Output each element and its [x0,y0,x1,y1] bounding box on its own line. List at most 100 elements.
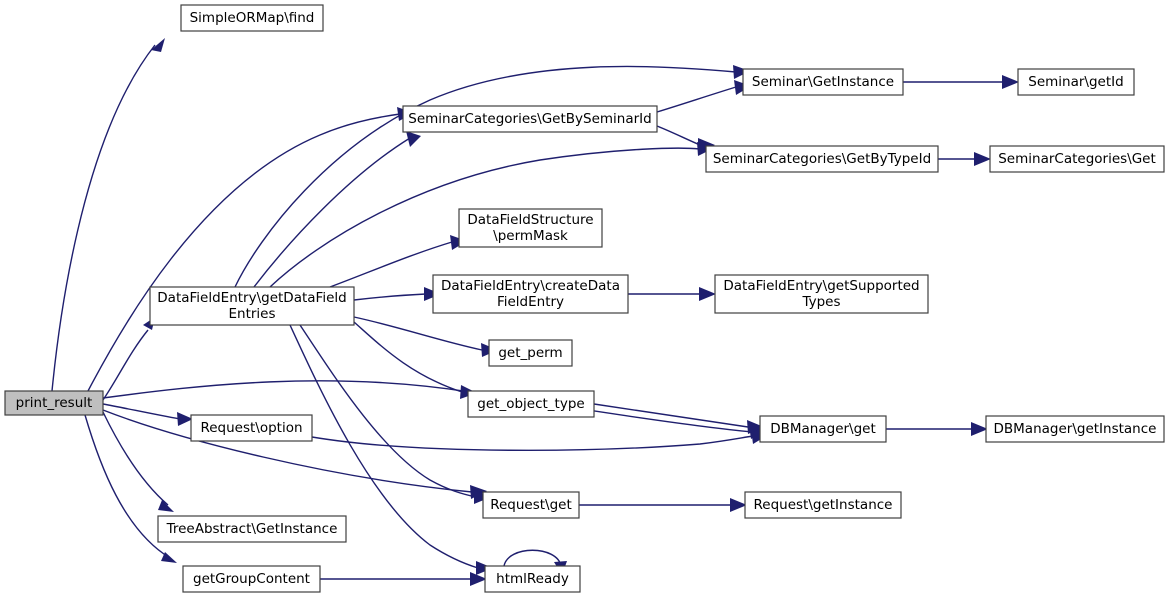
node-datafieldstructure_permmask[interactable]: DataFieldStructure\permMask [458,208,603,248]
node-box[interactable] [488,339,573,367]
edge-line [329,241,453,288]
arrowhead-icon [974,152,991,166]
edge-dbmanager_get-to-dbmanager_getinstance [886,422,988,436]
edge-datafieldentry_getdatafieldentries-to-seminarcategories_getbyseminarid [253,131,421,288]
edge-datafieldentry_createdatafieldentry-to-datafieldentry_getsupportedtypes [628,287,716,301]
node-simpleormap_find[interactable]: SimpleORMap\find [180,4,324,32]
edge-line [51,44,156,392]
node-box[interactable] [458,208,603,248]
node-request_get[interactable]: Request\get [482,491,580,519]
edge-line [656,125,701,146]
edge-print_result-to-getgroupcontent [84,414,177,563]
node-seminar_getinstance[interactable]: Seminar\GetInstance [742,68,904,96]
node-dbmanager_get[interactable]: DBManager\get [759,415,887,443]
edge-seminar_getinstance-to-seminar_getid [903,75,1019,89]
node-box[interactable] [989,145,1165,173]
node-box[interactable] [742,68,904,96]
node-box[interactable] [182,565,321,593]
node-dbmanager_getinstance[interactable]: DBManager\getInstance [985,415,1165,443]
arrowhead-icon [151,38,165,52]
edge-seminarcategories_getbytypeid-to-seminarcategories_get [938,152,991,166]
arrowhead-icon [158,500,174,512]
node-request_getinstance[interactable]: Request\getInstance [744,491,902,519]
edge-line [102,409,473,493]
node-box[interactable] [4,390,104,416]
node-print_result[interactable]: print_result [4,390,104,416]
node-box[interactable] [157,515,347,543]
edge-line [503,549,562,567]
arrowhead-icon [699,287,716,301]
node-getgroupcontent[interactable]: getGroupContent [182,565,321,593]
arrowhead-icon [730,498,747,512]
node-box[interactable] [467,390,595,418]
node-box[interactable] [705,145,939,173]
arrowhead-icon [733,65,750,79]
edge-line [234,65,737,288]
arrowhead-icon [1002,75,1019,89]
node-box[interactable] [190,414,313,442]
edge-line [353,316,483,351]
edge-request_option-to-dbmanager_get [311,429,768,452]
node-seminarcategories_getbytypeid[interactable]: SeminarCategories\GetByTypeId [705,145,939,173]
edge-datafieldentry_getdatafieldentries-to-request_get [299,324,491,504]
arrowhead-icon [971,422,988,436]
node-box[interactable] [1017,68,1135,96]
edge-print_result-to-request_option [102,403,193,426]
node-get_perm[interactable]: get_perm [488,339,573,367]
edge-datafieldentry_getdatafieldentries-to-get_object_type [353,321,477,399]
edge-line [87,113,401,392]
edge-datafieldentry_getdatafieldentries-to-get_perm [353,316,498,357]
edge-line [593,403,749,428]
node-seminarcategories_get[interactable]: SeminarCategories\Get [989,145,1165,173]
nodes-layer: print_result SimpleORMap\findSeminarCateg… [4,4,1165,593]
arrowhead-icon [470,572,487,586]
edge-line [269,147,701,288]
node-box[interactable] [714,274,929,314]
edge-line [289,324,479,569]
edge-seminarcategories_getbyseminarid-to-seminar_getinstance [656,80,751,113]
edge-line [656,86,737,113]
edge-line [311,435,754,452]
edge-print_result-to-simpleormap_find [51,38,165,392]
edge-line [84,414,171,559]
node-box[interactable] [744,491,902,519]
edge-line [353,321,463,393]
node-box[interactable] [402,105,658,133]
arrowhead-icon [177,412,193,426]
node-get_object_type[interactable]: get_object_type [467,390,595,418]
edge-line [353,293,427,301]
arrowhead-icon [698,138,715,152]
node-box[interactable] [482,491,580,519]
edge-line [299,324,477,498]
edge-getgroupcontent-to-htmlready [320,572,487,586]
node-seminarcategories_getbyseminarid[interactable]: SeminarCategories\GetBySeminarId [402,105,658,133]
node-box[interactable] [484,565,581,593]
edge-line [102,329,149,401]
node-box[interactable] [180,4,324,32]
node-seminar_getid[interactable]: Seminar\getId [1017,68,1135,96]
node-box[interactable] [432,274,629,314]
node-htmlready[interactable]: htmlReady [484,565,581,593]
node-treeabstract_getinstance[interactable]: TreeAbstract\GetInstance [157,515,347,543]
node-box[interactable] [985,415,1165,443]
edge-seminarcategories_getbyseminarid-to-seminarcategories_getbytypeid [656,125,715,152]
edge-print_result-to-seminarcategories_getbyseminarid [87,107,414,392]
node-request_option[interactable]: Request\option [190,414,313,442]
edge-line [102,411,169,506]
node-box[interactable] [759,415,887,443]
edge-print_result-to-treeabstract_getinstance [102,411,174,512]
arrowhead-icon [406,131,421,147]
edges-layer [51,38,1019,586]
arrowhead-icon [161,552,177,563]
edge-print_result-to-datafieldentry_getdatafieldentries [102,317,155,401]
edge-request_get-to-request_getinstance [579,498,747,512]
arrowhead-icon [747,420,764,434]
node-box[interactable] [149,286,355,326]
edge-line [253,137,411,288]
edge-datafieldentry_getdatafieldentries-to-datafieldentry_createdatafieldentry [353,287,441,301]
